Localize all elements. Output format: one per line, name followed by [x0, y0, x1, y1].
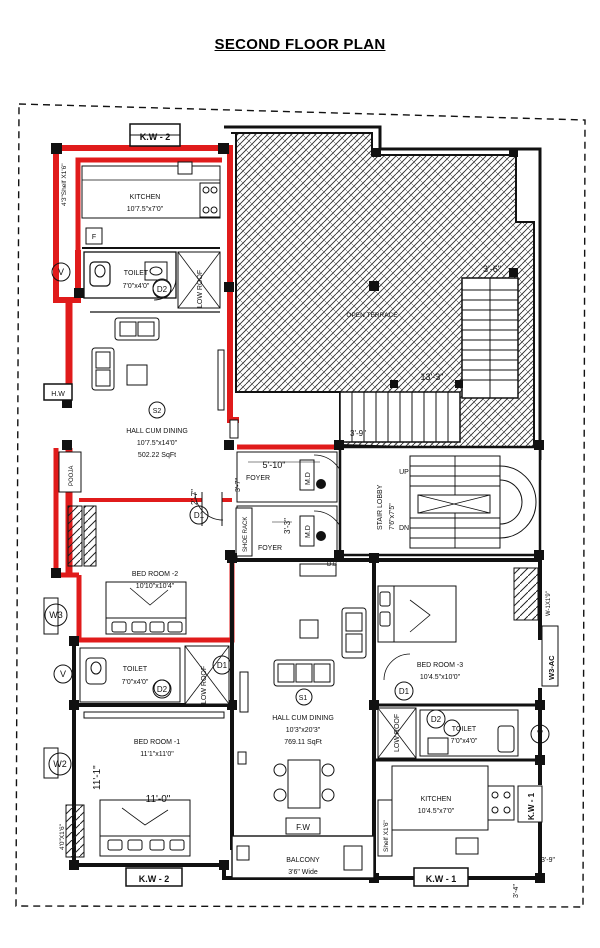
- page-title: SECOND FLOOR PLAN: [214, 36, 386, 53]
- label-shelf-br: Shelf X1'6": [383, 820, 390, 852]
- label-hall2-area: 502.22 SqFt: [138, 452, 176, 459]
- label-s1: S1: [299, 695, 308, 702]
- label-v-right: V: [537, 729, 543, 739]
- label-f-mark: F: [92, 234, 96, 241]
- label-w3ac: W3-AC: [547, 655, 556, 680]
- label-bed2: BED ROOM -2: [132, 571, 178, 578]
- label-v-top: V: [58, 267, 64, 277]
- label-foyer-bottom: FOYER: [258, 545, 282, 552]
- label-md-top: M.D: [305, 472, 312, 485]
- label-d1-left: D1: [217, 661, 228, 670]
- label-d1-bed3: D1: [399, 687, 410, 696]
- label-dim-3-3: 3'-3": [283, 518, 292, 534]
- label-balcony: BALCONY: [286, 857, 320, 864]
- label-kw1-right: K.W - 1: [527, 792, 536, 820]
- label-dim-5-10: 5'-10": [263, 460, 286, 470]
- bed3-furniture: [377, 585, 457, 643]
- label-d2-top: D2: [157, 285, 168, 294]
- label-up: UP: [399, 469, 409, 476]
- label-balcony-dim: 3'6" Wide: [288, 869, 318, 876]
- label-toilet-top-dim: 7'0"x4'0": [123, 283, 150, 290]
- fw-window: [285, 817, 321, 835]
- label-bed3-dim: 10'4.5"x10'0": [420, 674, 461, 681]
- label-w3-left: W3: [49, 610, 63, 620]
- label-toilet-left: TOILET: [123, 666, 148, 673]
- label-kitchen-top-dim: 10'7.5"x7'0": [127, 206, 164, 213]
- label-foyer-top: FOYER: [246, 475, 270, 482]
- label-stair-lobby: STAIR LOBBY: [377, 484, 384, 530]
- kw2-bottom-window: [125, 867, 183, 887]
- label-d2-right: D2: [431, 715, 442, 724]
- hw-window: [43, 383, 73, 401]
- label-dn: DN: [399, 525, 409, 532]
- label-bed2-dim: 10'10"x10'4": [136, 583, 175, 590]
- label-open-terrace: OPEN TERRACE: [346, 312, 398, 319]
- label-stair-dim: 7'6"x7'5": [389, 503, 396, 530]
- label-kw2-top: K.W - 2: [140, 132, 171, 142]
- label-bed1: BED ROOM -1: [134, 739, 180, 746]
- label-kw2-bottom: K.W - 2: [139, 874, 170, 884]
- label-kitchen-top: KITCHEN: [130, 194, 161, 201]
- label-low-roof-right: LOW ROOF: [394, 714, 401, 752]
- label-toilet-top: TOILET: [124, 270, 149, 277]
- label-db: D.B: [327, 562, 337, 568]
- kw1-right-window: [517, 785, 543, 823]
- label-dim-3-7: 3'-7": [235, 478, 242, 492]
- label-toilet-right: TOILET: [452, 726, 477, 733]
- label-shoe-rack: SHOE RACK: [243, 517, 249, 552]
- label-hall1-dim: 10'3"x20'3": [286, 727, 321, 734]
- label-hw: H.W: [51, 391, 65, 398]
- label-hall2-dim: 10'7.5"x14'0": [137, 440, 178, 447]
- label-dim-11-1: 11'-1": [92, 765, 103, 790]
- label-dim-13-3: 13'-3": [421, 372, 444, 382]
- label-s2: S2: [153, 408, 162, 415]
- label-dim-11-0: 11'-0": [146, 794, 171, 805]
- label-hall1: HALL CUM DINING: [272, 715, 334, 722]
- label-bed1-dim: 11'1"x11'0": [140, 751, 174, 758]
- label-kitchen-br: KITCHEN: [421, 796, 452, 803]
- plot-boundary: [15, 103, 586, 908]
- label-shelf-top: 4'3"Shelf X1'6": [61, 163, 68, 206]
- label-w2: W2: [53, 759, 67, 769]
- label-hall1-area: 769.11 SqFt: [284, 739, 322, 746]
- label-dim-3-6: 3'-6": [483, 264, 501, 274]
- label-kw1-bottom: K.W - 1: [426, 874, 457, 884]
- label-shelf-bottom: 4'0"X1'6": [59, 823, 66, 850]
- label-v-left: V: [60, 669, 66, 679]
- label-hall2: HALL CUM DINING: [126, 428, 188, 435]
- label-wardrobe: W-1X1'9": [546, 591, 552, 616]
- label-low-roof-left: LOW ROOF: [201, 666, 208, 704]
- label-kitchen-br-dim: 10'4.5"x7'0": [418, 808, 455, 815]
- label-dim-2-7: 2'-7": [190, 489, 199, 505]
- label-toilet-left-dim: 7'0"x4'0": [122, 679, 149, 686]
- label-d2-left: D2: [157, 685, 168, 694]
- label-dim-3-9-terrace: 3'-9": [350, 429, 366, 438]
- label-md-bottom: M.D: [305, 525, 312, 538]
- label-pooja: POOJA: [69, 466, 75, 486]
- pooja: [58, 451, 82, 493]
- kw1-bottom-window: [413, 867, 469, 887]
- label-dim-3-9b: 3'-9": [541, 857, 555, 864]
- label-d1-bed2: D1: [194, 511, 205, 520]
- label-low-roof-top: LOW ROOF: [197, 270, 204, 308]
- label-bed3: BED ROOM -3: [417, 662, 463, 669]
- label-fw: F.W: [296, 823, 310, 832]
- label-toilet-right-dim: 7'0"x4'0": [451, 738, 478, 745]
- label-dim-3-4: 3'-4": [513, 884, 520, 898]
